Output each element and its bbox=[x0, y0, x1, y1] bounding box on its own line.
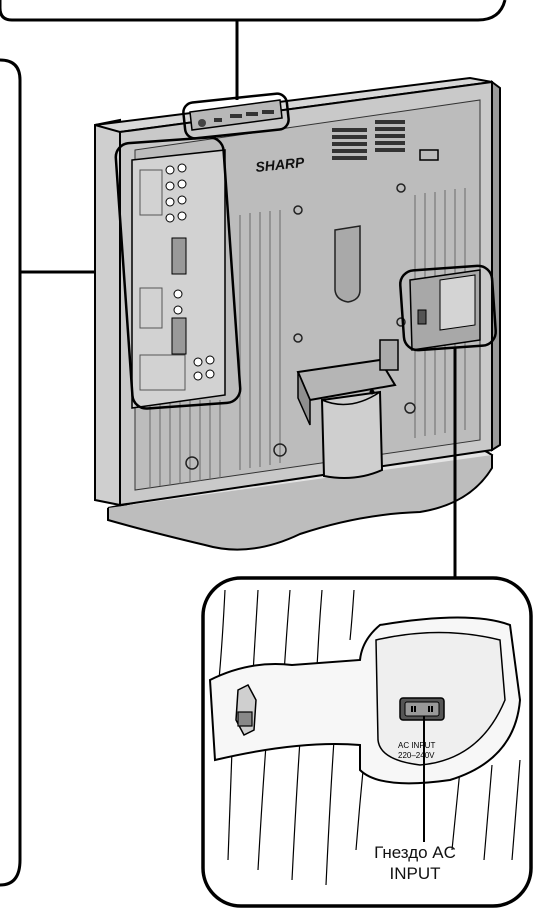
wall-mount-slot bbox=[335, 226, 360, 302]
terminal-panel bbox=[115, 137, 241, 410]
ac-input-callout-label: Гнездо AC INPUT bbox=[350, 842, 480, 884]
callout-label-line2: INPUT bbox=[350, 863, 480, 884]
callout-label-line1: Гнездо AC bbox=[350, 842, 480, 863]
ac-input-marking: AC INPUT bbox=[398, 741, 435, 750]
voltage-marking: 220–240V bbox=[398, 751, 435, 760]
ac-inlet bbox=[400, 698, 444, 720]
